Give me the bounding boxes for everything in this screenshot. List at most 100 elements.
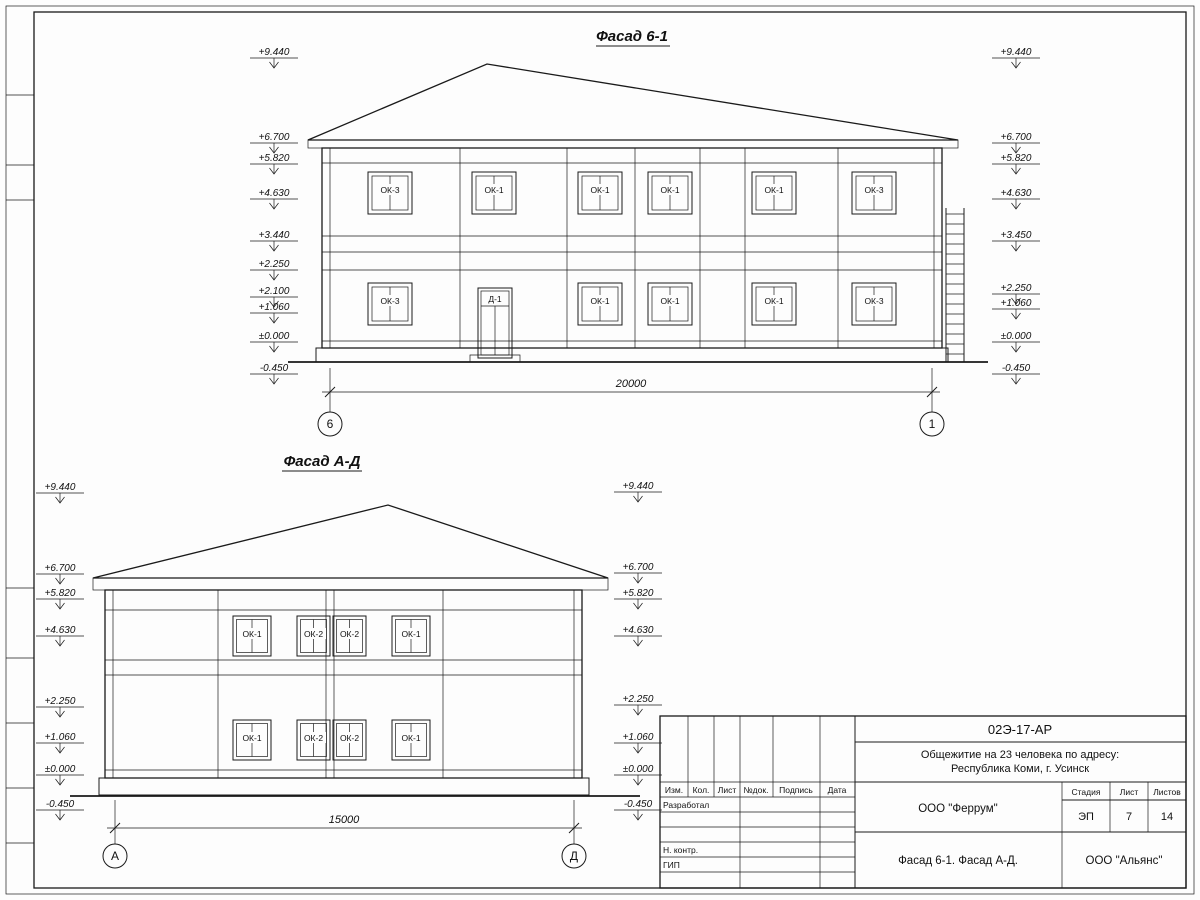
elevation-mark: +5.820 <box>35 588 85 610</box>
svg-text:+4.630: +4.630 <box>259 188 290 199</box>
col-kol: Кол. <box>693 785 710 795</box>
svg-text:+1.060: +1.060 <box>1001 298 1032 309</box>
roof <box>92 504 609 579</box>
window: ОК-2 <box>296 719 331 761</box>
dimension-line: 15000 <box>107 800 582 844</box>
elevation-mark: +1.060 <box>613 732 663 754</box>
svg-text:-0.450: -0.450 <box>1002 363 1031 374</box>
sheet-value: 7 <box>1126 811 1132 823</box>
svg-text:+5.820: +5.820 <box>623 588 654 599</box>
window-label: ОК-1 <box>764 296 783 306</box>
window: ОК-1 <box>577 171 623 215</box>
svg-text:-0.450: -0.450 <box>624 799 653 810</box>
door-step <box>469 354 521 362</box>
col-data: Дата <box>828 785 847 795</box>
facade-a-d-title: Фасад А-Д <box>284 453 361 470</box>
elevation-mark: +3.450 <box>991 230 1041 252</box>
sheets-header: Листов <box>1153 787 1181 797</box>
window-label: ОК-2 <box>304 733 323 743</box>
window: ОК-1 <box>647 282 693 326</box>
elevation-mark: +6.700 <box>613 562 663 584</box>
svg-text:±0.000: ±0.000 <box>1001 331 1032 342</box>
wall-vertical-joints <box>112 590 575 778</box>
window-label: ОК-1 <box>590 185 609 195</box>
axis-circle-1: 1 <box>919 411 945 437</box>
window-label: ОК-1 <box>660 185 679 195</box>
window: ОК-1 <box>391 615 431 657</box>
sheet-frame <box>5 5 1195 895</box>
axis-circle-d: Д <box>561 843 587 869</box>
svg-text:+6.700: +6.700 <box>623 562 654 573</box>
window-label: ОК-1 <box>660 296 679 306</box>
facade-6-1: Фасад 6-1 ОК-3 ОК-1 ОК-1 ОК-1 ОК-1 <box>249 28 1041 437</box>
window: ОК-1 <box>647 171 693 215</box>
wall <box>321 147 943 349</box>
window: ОК-2 <box>296 615 331 657</box>
elevation-mark: +1.060 <box>991 298 1041 320</box>
svg-text:+1.060: +1.060 <box>45 732 76 743</box>
elevation-mark: +4.630 <box>613 625 663 647</box>
stage-header: Стадия <box>1072 787 1101 797</box>
window: ОК-1 <box>471 171 517 215</box>
facade-6-1-title: Фасад 6-1 <box>596 28 668 45</box>
svg-text:+2.250: +2.250 <box>259 259 290 270</box>
door-label: Д-1 <box>488 294 502 304</box>
org-alyans: ООО "Альянс" <box>1086 855 1163 867</box>
elevation-mark: +2.250 <box>991 283 1041 305</box>
svg-text:+9.440: +9.440 <box>1001 47 1032 58</box>
window-label: ОК-1 <box>764 185 783 195</box>
doc-code: 02Э-17-АР <box>988 722 1052 737</box>
stage-value: ЭП <box>1078 811 1094 823</box>
elevation-mark: +6.700 <box>35 563 85 585</box>
axis-circle-6: 6 <box>317 411 343 437</box>
roof-fascia <box>307 139 959 149</box>
col-list: Лист <box>718 785 737 795</box>
window-label: ОК-2 <box>340 629 359 639</box>
window: ОК-3 <box>851 282 897 326</box>
elevation-mark: -0.450 <box>249 363 299 385</box>
window: ОК-1 <box>577 282 623 326</box>
wall-horizontal-joints <box>322 162 942 342</box>
elevation-mark: +1.060 <box>249 302 299 324</box>
svg-text:±0.000: ±0.000 <box>45 764 76 775</box>
wall-horizontal-joints <box>105 609 582 771</box>
elevation-mark: +9.440 <box>991 47 1041 69</box>
elevation-mark: +4.630 <box>991 188 1041 210</box>
project-name-line2: Республика Коми, г. Усинск <box>951 763 1089 775</box>
elevation-mark: +2.250 <box>249 259 299 281</box>
svg-text:+4.630: +4.630 <box>1001 188 1032 199</box>
elevation-mark: +9.440 <box>249 47 299 69</box>
fire-ladder <box>945 208 965 362</box>
window-label: ОК-2 <box>340 733 359 743</box>
elevation-mark: ±0.000 <box>991 331 1041 353</box>
drawing-title: Фасад 6-1. Фасад А-Д. <box>898 855 1018 867</box>
sheets-value: 14 <box>1161 811 1173 823</box>
svg-text:+6.700: +6.700 <box>45 563 76 574</box>
org-ferrum: ООО "Феррум" <box>918 803 998 815</box>
window: ОК-1 <box>391 719 431 761</box>
left-margin-stamps <box>6 94 34 844</box>
facade-a-d: Фасад А-Д ОК-1 ОК-2 ОК-2 ОК-1 ОК-1 <box>35 453 663 869</box>
svg-text:+1.060: +1.060 <box>259 302 290 313</box>
window-label: ОК-3 <box>380 296 399 306</box>
window: ОК-2 <box>332 719 367 761</box>
elevation-mark: -0.450 <box>991 363 1041 385</box>
plinth <box>315 347 949 363</box>
wall-vertical-joints <box>329 148 935 348</box>
svg-text:+2.250: +2.250 <box>623 694 654 705</box>
window-label: ОК-1 <box>401 733 420 743</box>
svg-text:+9.440: +9.440 <box>623 481 654 492</box>
svg-text:+2.250: +2.250 <box>1001 283 1032 294</box>
elevation-mark: +5.820 <box>249 153 299 175</box>
elevation-mark: +6.700 <box>249 132 299 154</box>
svg-text:+9.440: +9.440 <box>45 482 76 493</box>
window: ОК-2 <box>332 615 367 657</box>
svg-text:+5.820: +5.820 <box>259 153 290 164</box>
col-podpis: Подпись <box>779 785 813 795</box>
svg-text:+5.820: +5.820 <box>45 588 76 599</box>
svg-text:+4.630: +4.630 <box>623 625 654 636</box>
elevation-mark: ±0.000 <box>35 764 85 786</box>
window-label: ОК-1 <box>242 629 261 639</box>
window-label: ОК-1 <box>401 629 420 639</box>
